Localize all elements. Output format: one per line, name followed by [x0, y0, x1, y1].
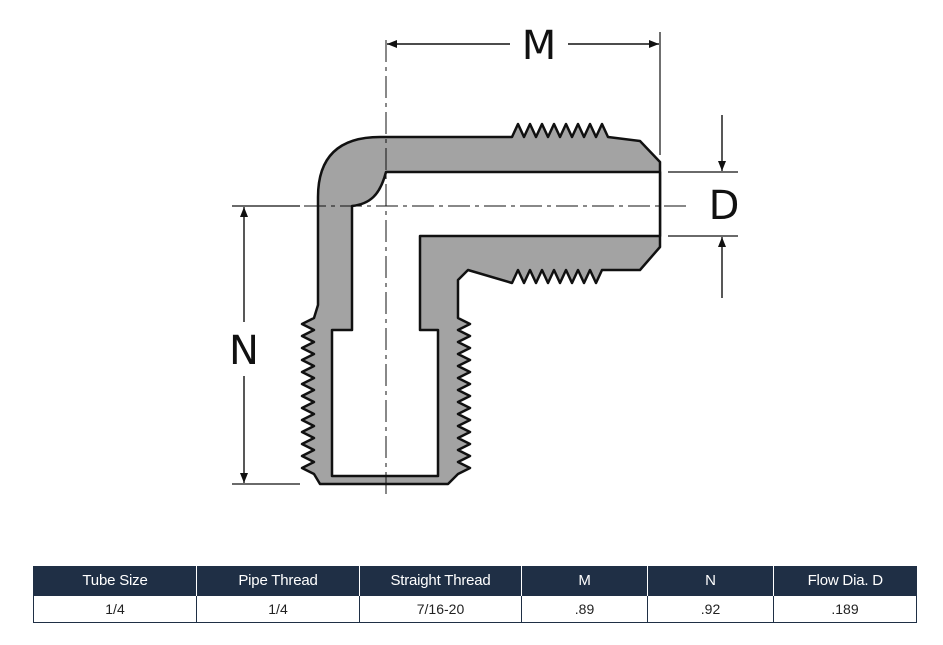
cell-flow-dia-d: .189	[773, 595, 917, 623]
elbow-fitting-diagram: M N D	[229, 23, 740, 496]
table-row: 1/4 1/4 7/16-20 .89 .92 .189	[33, 595, 917, 623]
cell-straight-thread: 7/16-20	[359, 595, 522, 623]
header-m: M	[521, 566, 648, 596]
cell-n: .92	[647, 595, 774, 623]
table-header-row: Tube Size Pipe Thread Straight Thread M …	[33, 566, 917, 596]
cell-m: .89	[521, 595, 648, 623]
m-dimension-label: M	[522, 23, 557, 69]
header-pipe-thread: Pipe Thread	[196, 566, 360, 596]
specification-table: Tube Size Pipe Thread Straight Thread M …	[33, 566, 917, 623]
cell-tube-size: 1/4	[33, 595, 197, 623]
flow-bore	[330, 170, 662, 478]
header-straight-thread: Straight Thread	[359, 566, 522, 596]
header-flow-dia-d: Flow Dia. D	[773, 566, 917, 596]
cell-pipe-thread: 1/4	[196, 595, 360, 623]
header-tube-size: Tube Size	[33, 566, 197, 596]
n-dimension-label: N	[229, 328, 259, 374]
d-dimension-label: D	[709, 183, 740, 229]
header-n: N	[647, 566, 774, 596]
